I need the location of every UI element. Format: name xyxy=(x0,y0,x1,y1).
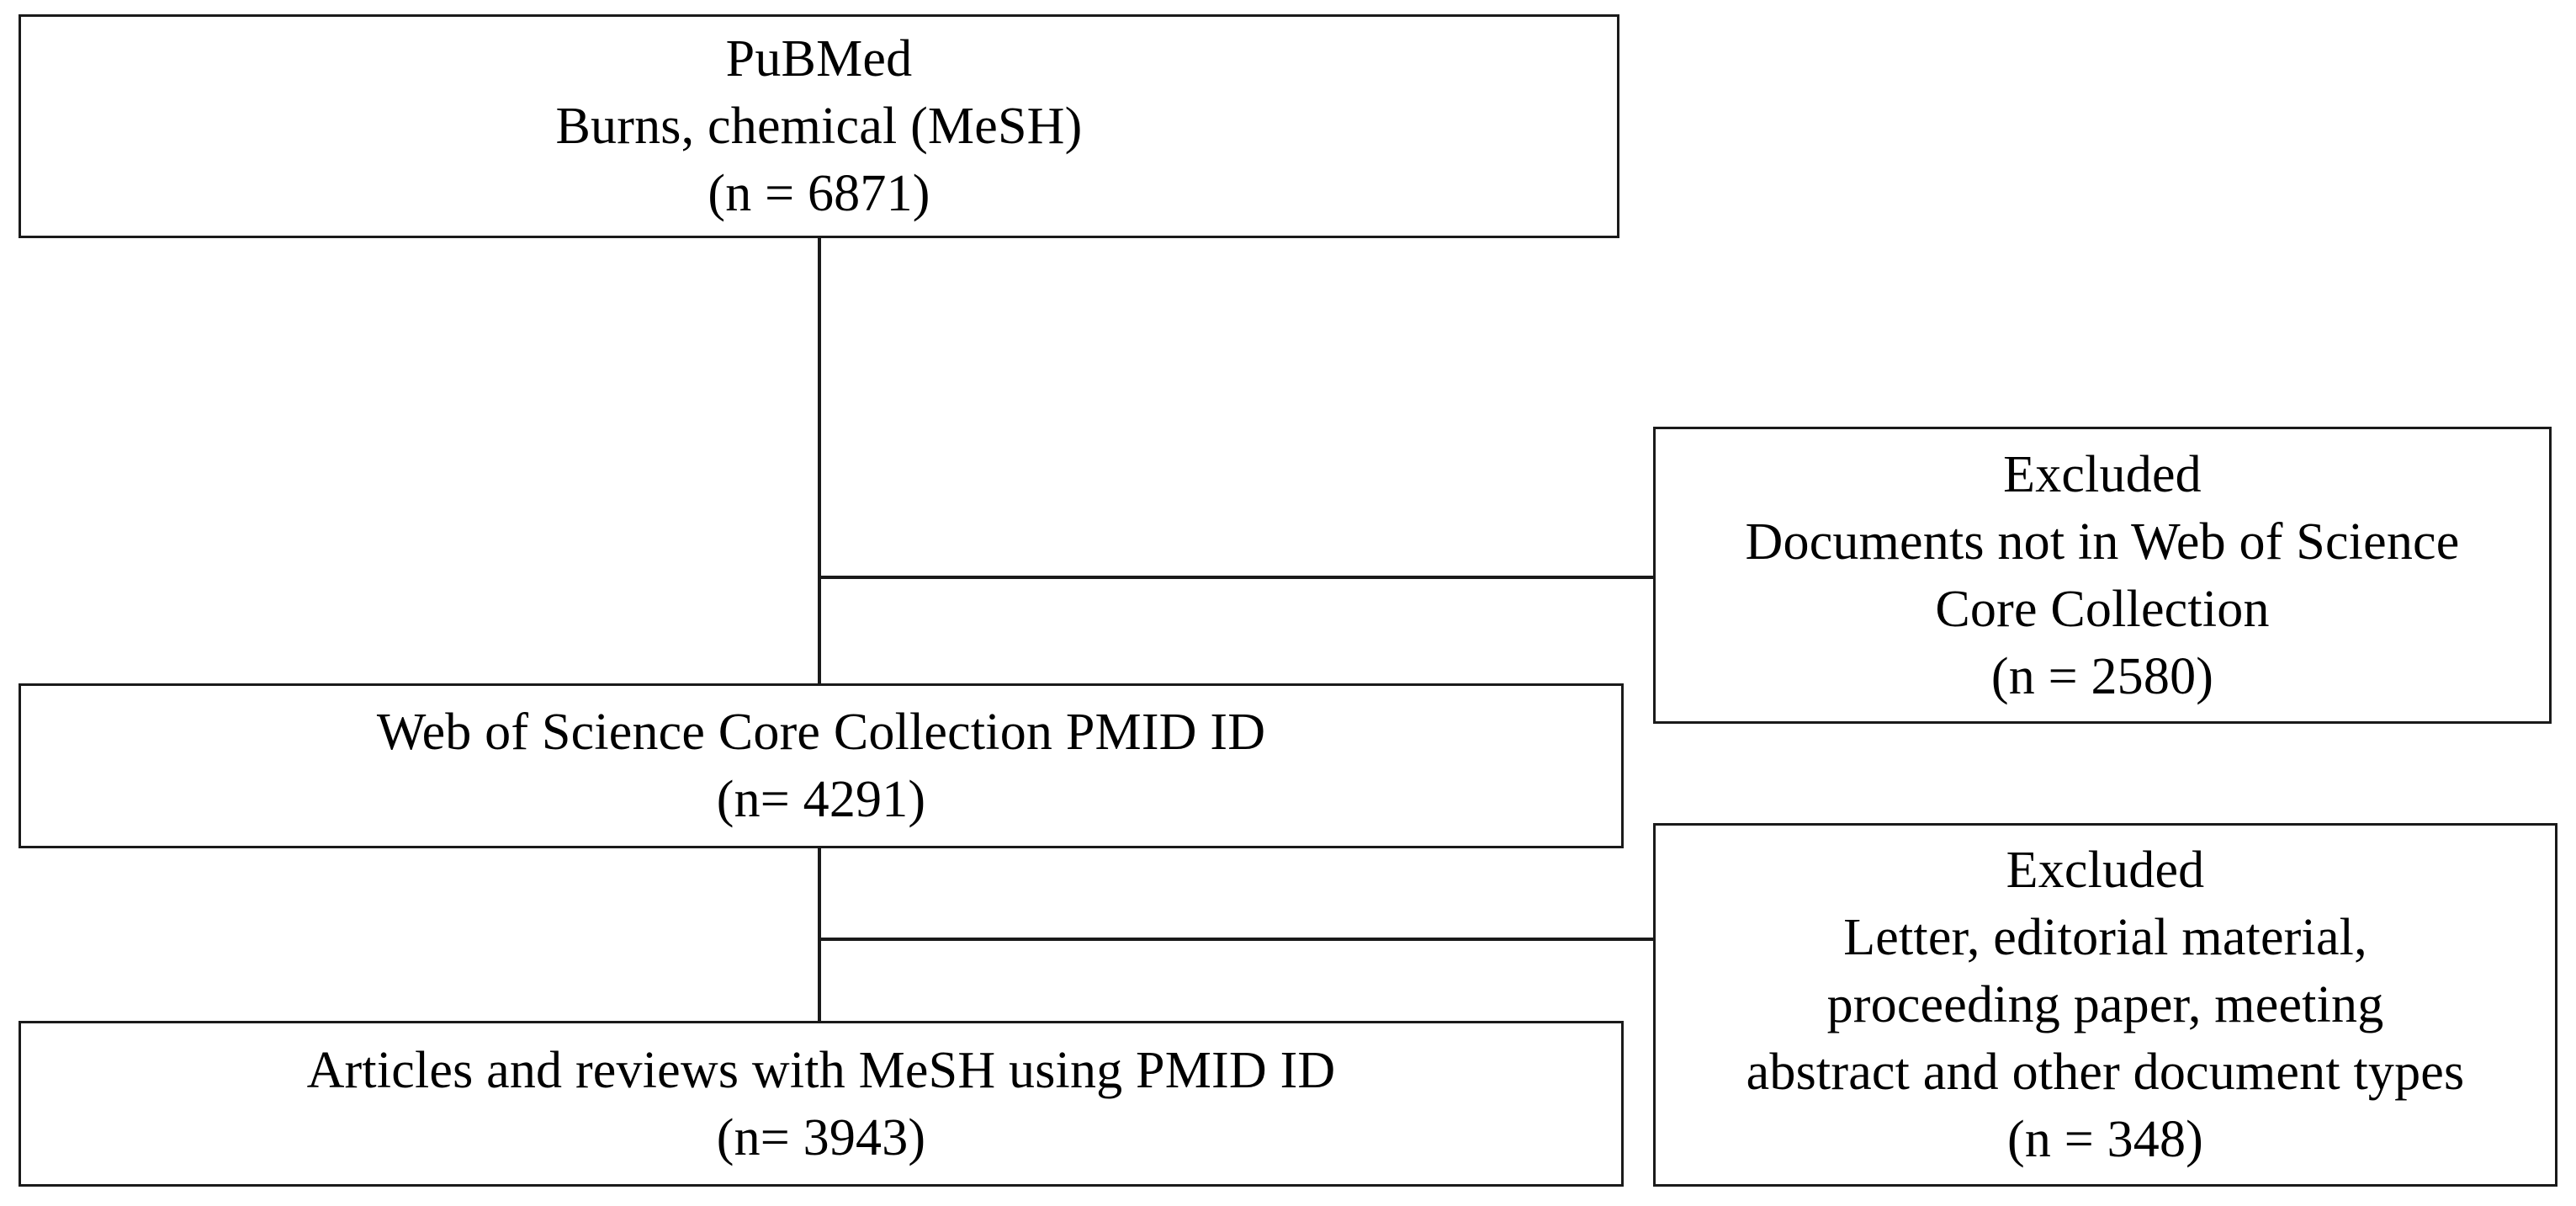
excluded-2-line-5-count: (n = 348) xyxy=(2006,1111,2204,1168)
excluded-1-line-4-count: (n = 2580) xyxy=(1990,647,2214,705)
flow-box-excluded-document-types: Excluded Letter, editorial material, pro… xyxy=(1653,823,2557,1187)
pubmed-line-3-count: (n = 6871) xyxy=(708,165,930,222)
excluded-2-line-2: Letter, editorial material, xyxy=(1843,909,2367,966)
excluded-2-line-3: proceeding paper, meeting xyxy=(1826,976,2384,1033)
excluded-2-line-4: abstract and other document types xyxy=(1746,1044,2465,1101)
flow-box-web-of-science-core-collection: Web of Science Core Collection PMID ID (… xyxy=(19,683,1624,848)
pubmed-line-2: Burns, chemical (MeSH) xyxy=(555,98,1083,155)
wos-line-2-count: (n= 4291) xyxy=(716,771,926,828)
connector-main-vertical xyxy=(818,238,821,1023)
articles-line-1: Articles and reviews with MeSH using PMI… xyxy=(306,1041,1336,1099)
connector-to-excluded-box-1 xyxy=(818,576,1655,579)
flow-box-pubmed-source: PuBMed Burns, chemical (MeSH) (n = 6871) xyxy=(19,14,1619,238)
connector-to-excluded-box-2 xyxy=(818,938,1655,941)
excluded-1-line-3: Core Collection xyxy=(1935,580,2270,638)
excluded-1-line-1: Excluded xyxy=(2003,445,2202,503)
excluded-2-line-1: Excluded xyxy=(2006,842,2205,899)
excluded-1-line-2: Documents not in Web of Science xyxy=(1745,513,2460,571)
wos-line-1: Web of Science Core Collection PMID ID xyxy=(376,704,1266,761)
flow-box-articles-and-reviews: Articles and reviews with MeSH using PMI… xyxy=(19,1021,1624,1187)
flow-box-excluded-not-in-wos: Excluded Documents not in Web of Science… xyxy=(1653,427,2552,724)
pubmed-line-1: PuBMed xyxy=(725,30,913,88)
articles-line-2-count: (n= 3943) xyxy=(716,1108,926,1166)
